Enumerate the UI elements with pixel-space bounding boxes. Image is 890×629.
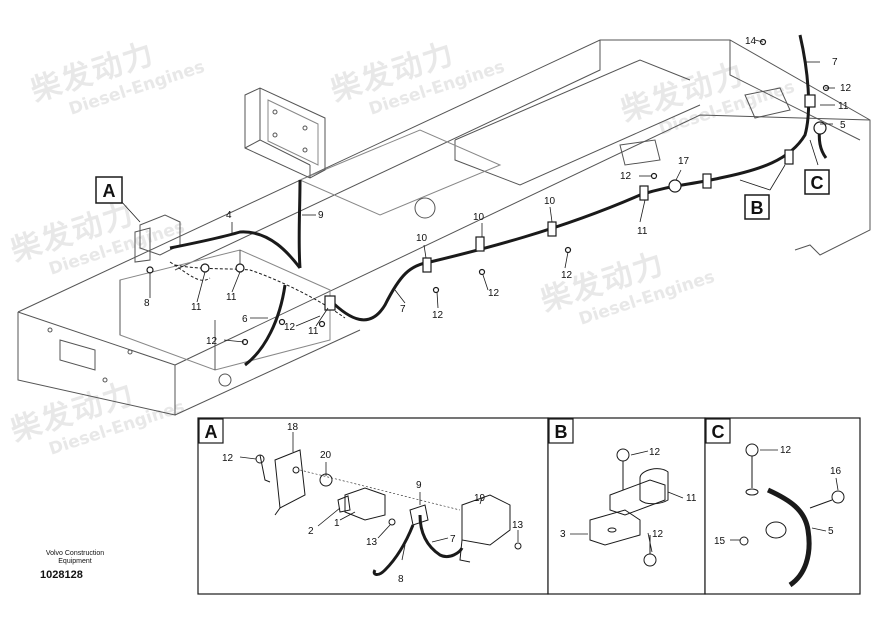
- callout-7: 7: [450, 534, 456, 545]
- callout-11: 11: [637, 226, 648, 237]
- callout-12: 12: [206, 336, 218, 347]
- detail-B-callouts: 12 11 3 12: [560, 447, 697, 540]
- callout-9: 9: [416, 480, 422, 491]
- callout-7: 7: [832, 57, 838, 68]
- detail-B-label: B: [555, 422, 568, 442]
- callout-2: 2: [308, 526, 314, 537]
- callout-5: 5: [828, 526, 834, 537]
- company-label: Volvo Construction Equipment: [45, 550, 105, 565]
- callout-11: 11: [226, 292, 237, 303]
- detail-A-leaders: [239, 432, 519, 561]
- callout-12: 12: [488, 288, 500, 299]
- callout-5: 5: [840, 120, 846, 131]
- detail-B-leaders: [570, 450, 684, 553]
- callout-16: 16: [830, 466, 842, 477]
- detail-A-callouts: 18 12 20 9 19 2 1 13 7 13 8: [222, 422, 524, 585]
- callout-12: 12: [840, 83, 852, 94]
- detail-C-hose: [766, 487, 812, 588]
- callout-7: 7: [400, 304, 406, 315]
- callout-12: 12: [432, 310, 444, 321]
- callout-13: 13: [512, 520, 524, 531]
- leader-lines: [119, 39, 835, 343]
- letter-A-marker: A: [95, 176, 123, 204]
- detail-B-panel: [547, 417, 706, 595]
- detail-C-callouts: 12 16 15 5: [714, 445, 842, 547]
- detail-C-panel: [704, 417, 861, 595]
- detail-C-label: C: [712, 422, 725, 442]
- callout-12: 12: [649, 447, 661, 458]
- callout-12: 12: [620, 171, 632, 182]
- callout-9: 9: [318, 210, 324, 221]
- detail-A-drawing: [255, 449, 522, 563]
- callout-11: 11: [308, 326, 319, 337]
- electrical-box: [244, 87, 326, 179]
- callout-3: 3: [560, 529, 566, 540]
- callout-12: 12: [561, 270, 573, 281]
- callout-12: 12: [284, 322, 296, 333]
- detail-A-panel: [197, 417, 549, 595]
- callout-6: 6: [242, 314, 248, 325]
- callout-12: 12: [222, 453, 234, 464]
- detail-A-axis: [299, 469, 461, 511]
- document-number: 1028128: [40, 569, 83, 581]
- callout-15: 15: [714, 536, 726, 547]
- callout-13: 13: [366, 537, 378, 548]
- callout-20: 20: [320, 450, 332, 461]
- callout-10: 10: [473, 212, 485, 223]
- callout-17: 17: [678, 156, 690, 167]
- callout-14: 14: [745, 36, 757, 47]
- detail-C-drawing: [739, 443, 845, 546]
- callout-19: 19: [474, 493, 486, 504]
- callout-4: 4: [226, 210, 232, 221]
- callout-18: 18: [287, 422, 299, 433]
- main-callouts: 14 7 12 11 5 4 9 17 12 10 10 10 11 12 12…: [144, 36, 852, 347]
- svg-text:C: C: [811, 173, 824, 193]
- callout-8: 8: [398, 574, 404, 585]
- callout-11: 11: [686, 493, 697, 504]
- detail-B-drawing: [589, 448, 669, 567]
- svg-text:A: A: [103, 181, 116, 201]
- filter-unit: [134, 214, 181, 263]
- clamps: [146, 38, 830, 346]
- callout-1: 1: [334, 518, 340, 529]
- detail-B-tab: [548, 418, 574, 444]
- callout-11: 11: [838, 101, 849, 112]
- detail-C-leaders: [730, 449, 839, 541]
- detail-C-tab: [705, 418, 731, 444]
- callout-11: 11: [191, 302, 202, 313]
- callout-12: 12: [780, 445, 792, 456]
- hose-lines: [169, 34, 828, 367]
- letter-C-marker: C: [804, 169, 830, 195]
- callout-8: 8: [144, 298, 150, 309]
- detail-A-label: A: [205, 422, 218, 442]
- letter-B-marker: B: [744, 194, 770, 220]
- callout-10: 10: [416, 233, 428, 244]
- callout-10: 10: [544, 196, 556, 207]
- detail-A-tab: [198, 418, 224, 444]
- svg-text:B: B: [751, 198, 764, 218]
- detail-A-hoses: [372, 514, 464, 576]
- callout-12: 12: [652, 529, 664, 540]
- chassis-frame: [17, 39, 871, 416]
